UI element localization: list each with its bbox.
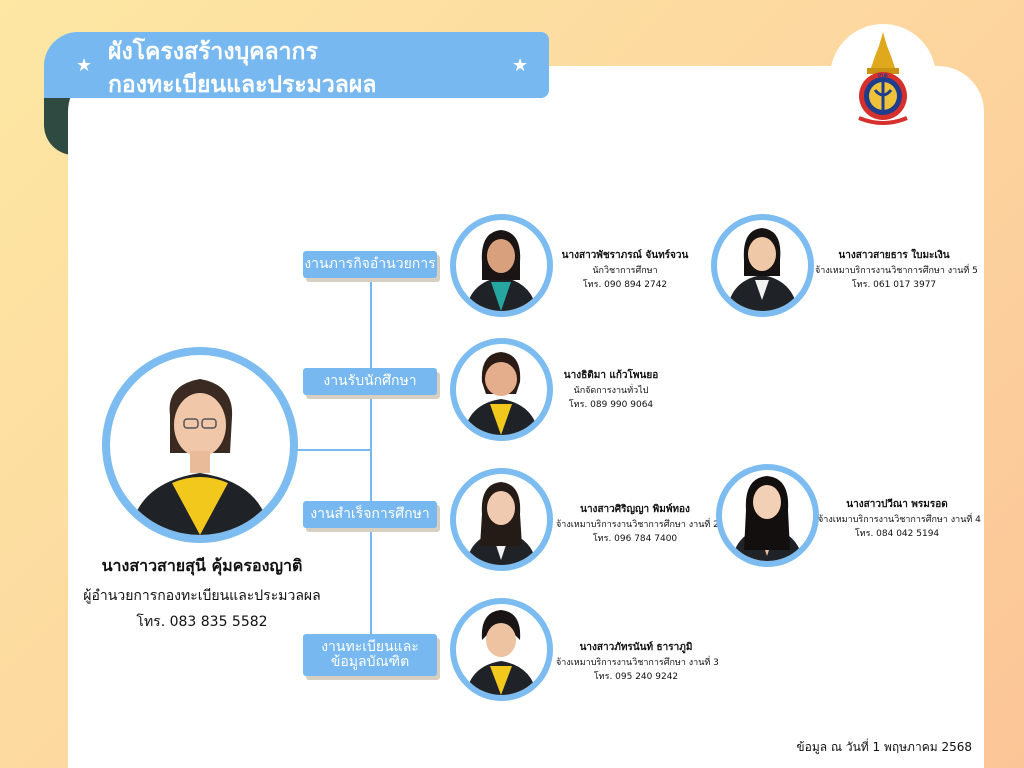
staff-photo [456,220,547,311]
person-silhouette-icon [130,379,270,535]
staff-photo [456,474,547,565]
dept-box-admissions: งานรับนักศึกษา [303,368,437,395]
person-silhouette-icon [727,228,798,311]
person-silhouette-icon [466,482,537,565]
person-silhouette-icon [466,610,537,695]
staff-role: จ้างเหมาบริการงานวิชาการศึกษา งานที่ 3 [556,658,719,668]
staff-phone: โทร. 090 894 2742 [582,280,668,290]
staff-info: นางสาวภัทรนันท์ ธาราภูมิ จ้างเหมาบริการง… [556,640,719,683]
staff-phone: โทร. 061 017 3977 [851,280,937,290]
person-silhouette-icon [466,230,537,311]
connector-line [296,449,372,451]
staff-name: นางธิติมา แก้วโพนยอ [563,370,659,381]
staff-phone: โทร. 095 240 9242 [593,672,679,682]
chief-photo [110,355,290,535]
staff-phone: โทร. 089 990 9064 [568,400,654,410]
staff-name: นางสาวปวีณา พรมรอด [846,499,948,510]
staff-name: นางสาวพัชราภรณ์ จันทร์จวน [561,250,689,261]
staff-info: นางสาวสายธาร ใบมะเงิน จ้างเหมาบริการงานว… [815,248,978,291]
star-icon: ★ [512,55,529,76]
svg-text:๓๑: ๓๑ [878,70,889,79]
chief-info: นางสาวสายสุนี คุ้มครองญาติ ผู้อำนวยการกอ… [62,554,342,633]
staff-role: นักวิชาการศึกษา [592,266,658,276]
chief-name: นางสาวสายสุนี คุ้มครองญาติ [101,556,303,575]
staff-phone: โทร. 084 042 5194 [854,529,940,539]
staff-photo [722,470,813,561]
staff-info: นางสาวปวีณา พรมรอด จ้างเหมาบริการงานวิชา… [818,497,981,540]
person-silhouette-icon [732,476,803,561]
dept-box-administration: งานภารกิจอำนวยการ [303,251,437,278]
chief-phone: โทร. 083 835 5582 [136,614,268,630]
staff-name: นางสาวภัทรนันท์ ธาราภูมิ [579,642,693,653]
staff-info: นางสาวพัชราภรณ์ จันทร์จวน นักวิชาการศึกษ… [560,248,690,291]
star-icon: ★ [76,55,93,76]
dept-label: งานสำเร็จการศึกษา [310,506,430,523]
dept-label: งานทะเบียนและข้อมูลบัณฑิต [321,639,419,670]
staff-photo [456,604,547,695]
staff-role: จ้างเหมาบริการงานวิชาการศึกษา งานที่ 4 [818,515,981,525]
staff-role: จ้างเหมาบริการงานวิชาการศึกษา งานที่ 2 [556,520,719,530]
dept-label: งานรับนักศึกษา [323,373,417,390]
connector-line [370,278,372,662]
chief-role: ผู้อำนวยการกองทะเบียนและประมวลผล [83,588,321,604]
staff-name: นางสาวศิริญญา พิมพ์ทอง [580,504,690,515]
staff-info: นางธิติมา แก้วโพนยอ นักจัดการงานทั่วไป โ… [556,368,666,411]
person-silhouette-icon [464,352,539,435]
dept-label: งานภารกิจอำนวยการ [304,256,436,273]
page-subtitle: กองทะเบียนและประมวลผล [108,72,377,98]
university-emblem-icon: ๓๑ [858,32,908,125]
staff-name: นางสาวสายธาร ใบมะเงิน [838,250,950,261]
staff-role: จ้างเหมาบริการงานวิชาการศึกษา งานที่ 5 [815,266,978,276]
dept-box-graduation: งานสำเร็จการศึกษา [303,501,437,528]
page-title: ผังโครงสร้างบุคลากร [108,39,318,65]
staff-photo [717,220,808,311]
staff-role: นักจัดการงานทั่วไป [573,386,649,396]
staff-photo [456,344,547,435]
title-banner [44,32,549,98]
dept-box-registration: งานทะเบียนและข้อมูลบัณฑิต [303,634,437,676]
staff-info: นางสาวศิริญญา พิมพ์ทอง จ้างเหมาบริการงาน… [556,502,719,545]
data-as-of-note: ข้อมูล ณ วันที่ 1 พฤษภาคม 2568 [796,740,972,754]
staff-phone: โทร. 096 784 7400 [592,534,678,544]
